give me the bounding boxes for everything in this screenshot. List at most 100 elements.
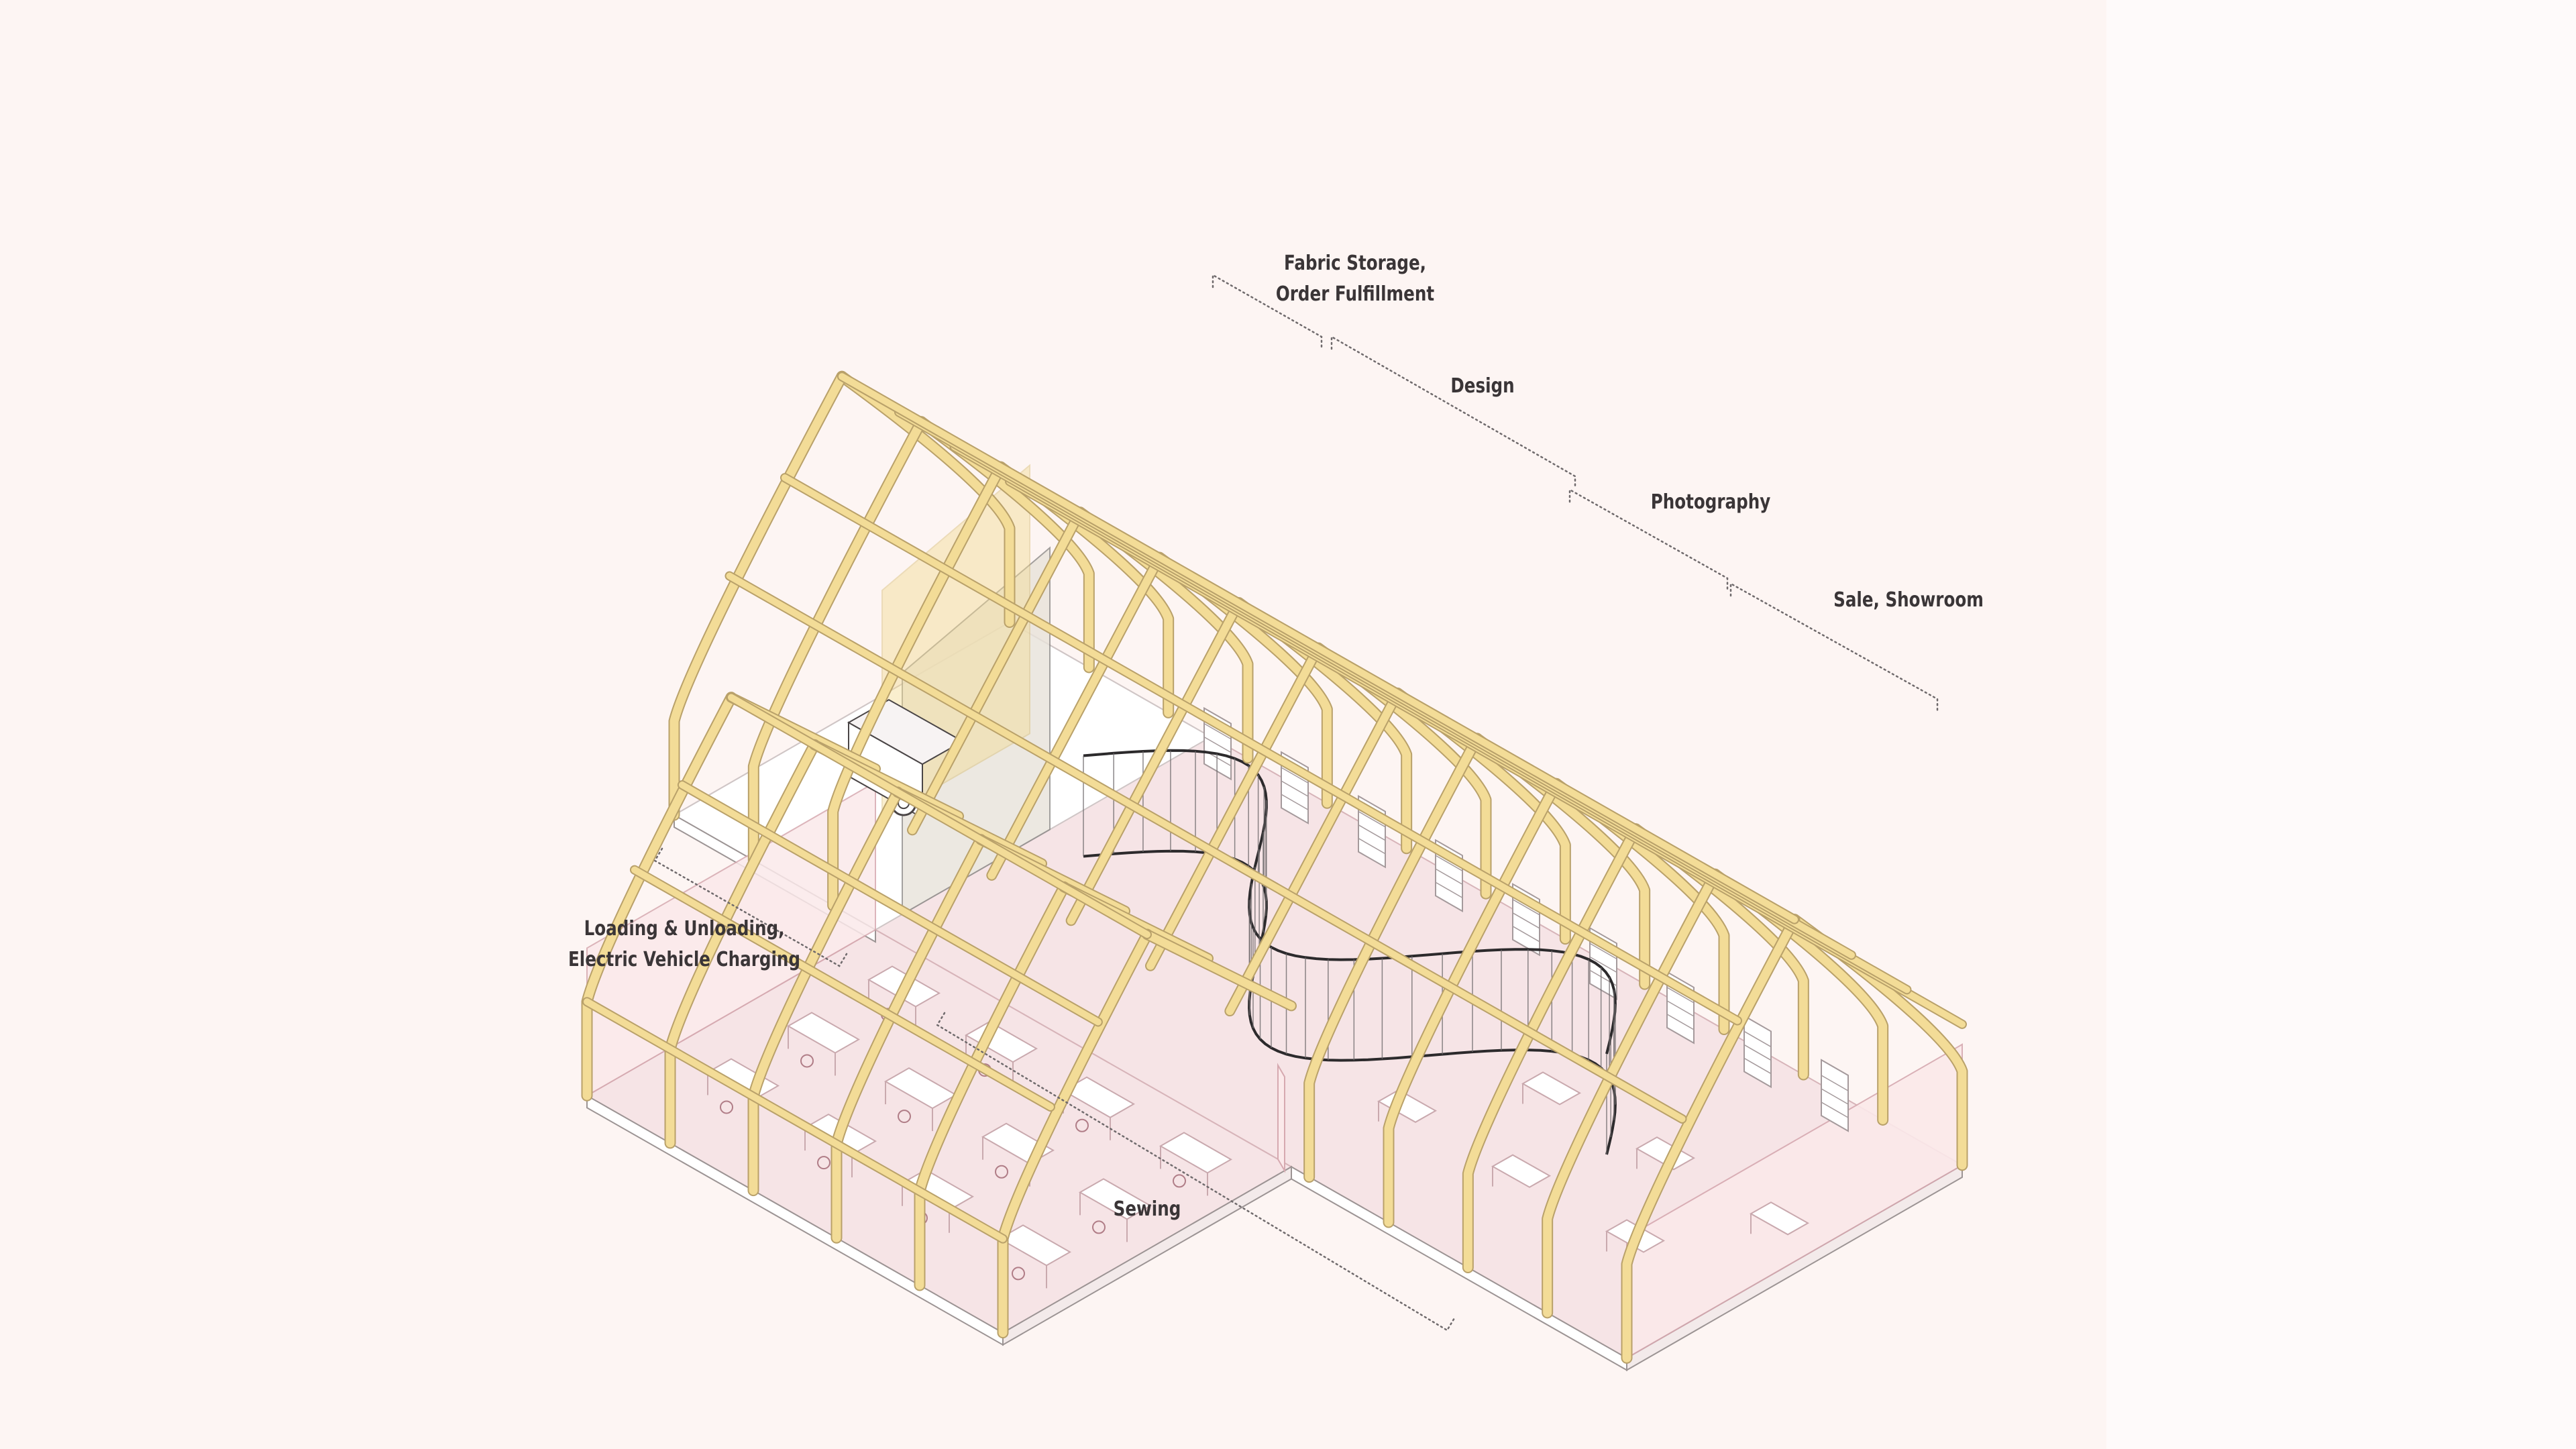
wing-frame-4 xyxy=(915,882,1069,1290)
timber-frame xyxy=(581,370,1968,1364)
purlin-front-3 xyxy=(839,373,1798,923)
frame-front-9 xyxy=(1384,779,1561,1227)
frame-front-11 xyxy=(1543,869,1720,1318)
shelf-line xyxy=(1435,881,1463,898)
rafter-front-7 xyxy=(1226,689,1402,1016)
wing-purlin-0 xyxy=(631,866,1054,1111)
label-fabric-storage: Fabric Storage, Order Fulfillment xyxy=(1228,248,1481,310)
wing-eave-beam xyxy=(584,998,1006,1242)
shelf-line xyxy=(1358,838,1386,855)
bracket-design xyxy=(1330,335,1576,490)
wing-junction-wall xyxy=(1277,1063,1285,1173)
shelf-line xyxy=(1589,943,1617,960)
shelf-line xyxy=(1743,1057,1772,1075)
label-photography: Photography xyxy=(1628,487,1793,518)
wing-frame-5 xyxy=(998,930,1152,1338)
chair xyxy=(1173,1174,1186,1188)
shelf-line xyxy=(1821,1102,1849,1118)
label-fabric-storage-line1: Fabric Storage, xyxy=(1283,252,1427,275)
frame-front-0 xyxy=(669,372,847,820)
chair xyxy=(1075,1118,1089,1132)
desk xyxy=(1635,1136,1696,1171)
chair xyxy=(817,1156,830,1170)
chair xyxy=(1092,1220,1106,1234)
desk xyxy=(1521,1071,1582,1106)
label-loading-line2: Electric Vehicle Charging xyxy=(568,948,801,971)
desk xyxy=(1749,1201,1810,1236)
wing-purlin-2 xyxy=(728,694,1150,938)
label-sewing-text: Sewing xyxy=(1113,1197,1181,1221)
frame-front-1 xyxy=(749,417,926,865)
table-top xyxy=(998,1224,1072,1267)
desk-top xyxy=(1521,1071,1582,1106)
wing-frame-2 xyxy=(749,788,902,1195)
purlin-front-2 xyxy=(782,474,1741,1024)
rafter-front-5 xyxy=(1067,598,1243,925)
sewing-table xyxy=(1159,1132,1233,1196)
shelf-line xyxy=(1512,899,1540,916)
sewing-table xyxy=(998,1224,1072,1289)
bracket-sewing xyxy=(936,1012,1456,1332)
shelf-line xyxy=(1666,1014,1695,1030)
shelf-line xyxy=(1358,824,1386,841)
label-photography-text: Photography xyxy=(1650,490,1771,514)
wing-frame-3 xyxy=(832,835,985,1242)
rafter-front-4 xyxy=(987,553,1164,879)
chair xyxy=(898,1110,911,1124)
shelf-line xyxy=(1358,811,1386,828)
background-panel xyxy=(2106,0,2576,1449)
table-top xyxy=(1078,1178,1152,1220)
table-top xyxy=(1061,1076,1136,1118)
rafter-front-3 xyxy=(908,508,1084,835)
desk-top xyxy=(1377,1089,1438,1123)
shelf-line xyxy=(1743,1030,1772,1048)
shelf xyxy=(1821,1059,1849,1132)
wing-rafter-5 xyxy=(1143,930,1295,1010)
label-design: Design xyxy=(1400,371,1565,402)
wing-frame-1 xyxy=(665,740,819,1148)
shelf-line xyxy=(1435,868,1463,885)
chair xyxy=(995,1165,1008,1179)
label-sale-showroom: Sale, Showroom xyxy=(1823,585,1994,616)
label-loading-line1: Loading & Unloading, xyxy=(584,917,785,941)
sewing-table xyxy=(786,1012,861,1076)
frame-front-12 xyxy=(1622,915,1799,1362)
shelf-line xyxy=(1281,780,1309,797)
desk-top xyxy=(1491,1154,1552,1188)
label-sale-showroom-text: Sale, Showroom xyxy=(1833,588,1984,612)
shelf-line xyxy=(1666,1000,1695,1017)
label-fabric-storage-line2: Order Fulfillment xyxy=(1275,282,1435,306)
shelf-line xyxy=(1281,767,1309,784)
wing-frame-0 xyxy=(582,693,736,1100)
shelf xyxy=(1743,1014,1772,1089)
shelf-line xyxy=(1203,736,1232,753)
shelf-line xyxy=(1589,956,1617,973)
shelf-line xyxy=(1821,1088,1849,1105)
purlin-front-1 xyxy=(726,572,1686,1122)
desk xyxy=(1377,1089,1438,1123)
frame-back-0 xyxy=(837,372,1014,627)
shelf-line xyxy=(1512,912,1540,929)
table-top xyxy=(1159,1132,1233,1174)
bracket-photography xyxy=(1568,488,1729,592)
desk-top xyxy=(1635,1136,1696,1171)
zone-brackets xyxy=(653,273,1939,1332)
shelf-line xyxy=(1512,926,1540,943)
shelf-line xyxy=(1281,794,1309,810)
shelf-line xyxy=(1743,1044,1772,1061)
desk-top xyxy=(1749,1201,1810,1236)
rafter-front-6 xyxy=(1146,643,1322,970)
label-sewing: Sewing xyxy=(1065,1194,1230,1225)
wing-purlin-1 xyxy=(678,782,1102,1026)
shelf-line xyxy=(1435,855,1463,871)
chair xyxy=(800,1054,814,1068)
label-loading: Loading & Unloading, Electric Vehicle Ch… xyxy=(547,914,822,975)
shelf-line xyxy=(1666,987,1695,1004)
table-top xyxy=(786,1012,861,1054)
bracket-fabric-storage xyxy=(1212,273,1323,350)
bracket-sale xyxy=(1729,582,1939,712)
sewing-table xyxy=(1078,1178,1152,1242)
frame-front-10 xyxy=(1463,824,1640,1272)
